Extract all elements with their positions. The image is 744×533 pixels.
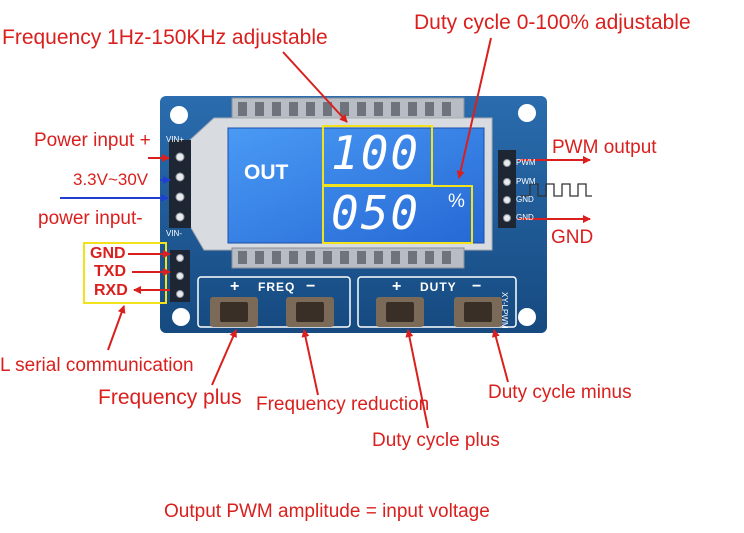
freq-range-arrow bbox=[282, 51, 348, 123]
freq-section-outline bbox=[197, 276, 351, 328]
power-plus-label: Power input + bbox=[34, 130, 151, 151]
duty-plus-arrow bbox=[405, 329, 429, 429]
pwm-output-label: PWM output bbox=[552, 137, 657, 158]
power-minus-label: power input- bbox=[38, 208, 143, 229]
lcd-top-pins bbox=[238, 102, 451, 116]
freq-section-label: FREQ bbox=[258, 280, 296, 294]
lcd-out-label: OUT bbox=[244, 161, 289, 184]
freq-plus-arrow bbox=[211, 329, 237, 386]
freq-minus-button-shape bbox=[286, 297, 334, 327]
pwm-silk-1: PWM bbox=[516, 158, 536, 167]
serial-pins bbox=[176, 254, 184, 298]
duty-cycle-minus-label: Duty cycle minus bbox=[488, 382, 632, 403]
model-silk: XY-LPWM bbox=[500, 292, 509, 329]
duty-range-label: Duty cycle 0-100% adjustable bbox=[414, 11, 691, 34]
power-pins bbox=[175, 152, 185, 222]
duty-minus-arrow bbox=[491, 329, 509, 383]
duty-minus-button-shape bbox=[454, 297, 502, 327]
mounting-hole bbox=[172, 308, 190, 326]
pwm-silk-2: PWM bbox=[516, 177, 536, 186]
gnd-silk-1: GND bbox=[516, 195, 534, 204]
duty-plus-sign: + bbox=[392, 278, 402, 295]
duty-value-highlight bbox=[322, 185, 473, 244]
freq-plus-button-shape bbox=[210, 297, 258, 327]
duty-minus-sign: − bbox=[472, 278, 482, 295]
footer-note: Output PWM amplitude = input voltage bbox=[164, 501, 490, 522]
mounting-hole bbox=[518, 104, 536, 122]
pin-rxd-label: RXD bbox=[94, 282, 128, 299]
power-header bbox=[169, 140, 191, 228]
voltage-range-label: 3.3V~30V bbox=[73, 170, 149, 189]
duty-section-label: DUTY bbox=[420, 280, 457, 294]
freq-plus-sign: + bbox=[230, 278, 240, 295]
duty-range-arrow bbox=[456, 37, 492, 179]
frequency-reduction-label: Frequency reduction bbox=[256, 394, 430, 415]
pin-gnd-label: GND bbox=[90, 245, 126, 262]
freq-minus-sign: − bbox=[306, 278, 316, 295]
lcd-percent-sign: % bbox=[448, 191, 465, 212]
duty-section-outline bbox=[357, 276, 517, 328]
mounting-hole bbox=[518, 308, 536, 326]
pin-txd-label: TXD bbox=[94, 263, 126, 280]
serial-communication-label: L serial communication bbox=[0, 355, 194, 376]
lcd-bottom-pins bbox=[238, 251, 451, 264]
mounting-hole bbox=[170, 106, 188, 124]
frequency-plus-label: Frequency plus bbox=[98, 386, 242, 409]
square-wave-icon bbox=[520, 183, 592, 197]
output-pins bbox=[503, 159, 511, 222]
gnd-silk-2: GND bbox=[516, 213, 534, 222]
frequency-range-label: Frequency 1Hz-150KHz adjustable bbox=[2, 26, 328, 49]
duty-cycle-plus-label: Duty cycle plus bbox=[372, 430, 500, 451]
vin-minus-silk: VIN- bbox=[166, 229, 182, 238]
lcd-freq-value: 100 bbox=[331, 126, 421, 180]
gnd-output-label: GND bbox=[551, 227, 594, 248]
duty-plus-button-shape bbox=[376, 297, 424, 327]
vin-plus-silk: VIN+ bbox=[166, 135, 185, 144]
serial-arrow bbox=[107, 305, 126, 351]
freq-reduction-arrow bbox=[301, 329, 319, 396]
output-header bbox=[498, 150, 516, 228]
lcd-duty-value: 050 bbox=[331, 186, 421, 240]
